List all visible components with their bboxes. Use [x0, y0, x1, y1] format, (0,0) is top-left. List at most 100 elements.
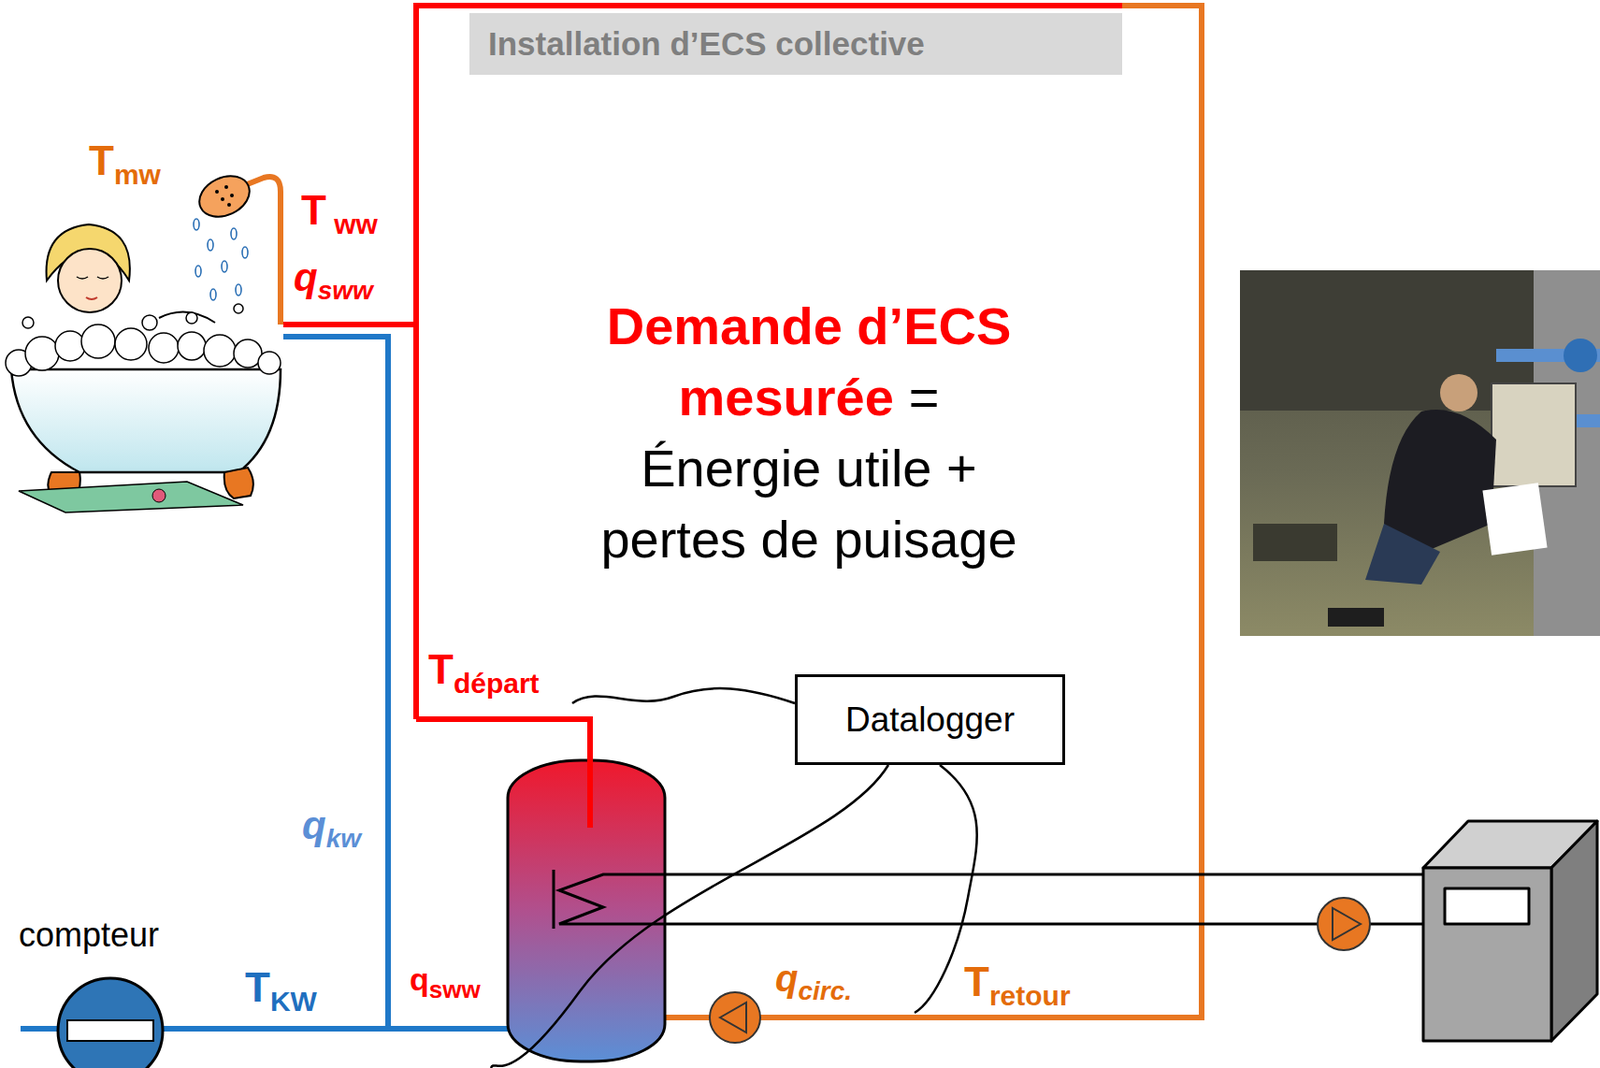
meter-symbol [18, 960, 206, 1068]
drawing-part: q [775, 957, 798, 999]
box-label: Datalogger [845, 700, 1015, 740]
symbol-label: qkw [302, 806, 361, 852]
heating-coil [553, 869, 1424, 929]
drawing-part [203, 334, 236, 367]
drawing-part [1551, 821, 1598, 1041]
central-statement: Demande d’ECS mesurée=Énergie utile + pe… [518, 290, 1099, 576]
headline-text: Demande d’ECS mesurée [606, 296, 1012, 427]
drawing-part [22, 317, 34, 329]
drawing-part: départ [453, 667, 540, 699]
drawing-part [233, 303, 244, 314]
drawing-part [227, 202, 231, 207]
symbol-label: Tmw [88, 140, 161, 189]
datalogger-box: Datalogger [794, 674, 1066, 765]
drawing-part [55, 331, 86, 361]
drawing-part: q [302, 803, 327, 848]
drawing-part [283, 321, 417, 328]
drawing-part [193, 218, 248, 301]
drawing-part [57, 248, 122, 313]
drawing-part [18, 481, 244, 513]
drawing-part: T [88, 137, 115, 184]
drawing-part [572, 688, 795, 704]
title-band: Installation d’ECS collective [469, 13, 1123, 75]
drawing-part [193, 218, 200, 231]
drawing-part [490, 764, 889, 1068]
drawing-part [224, 467, 254, 499]
drawing-part [230, 228, 237, 240]
drawing-part [215, 189, 219, 194]
drawing-part [1239, 270, 1600, 636]
drawing-part [215, 185, 234, 207]
drawing-part [25, 336, 59, 371]
meter-label: compteur [18, 918, 206, 952]
drawing-part [1563, 338, 1598, 373]
drawing-part [142, 315, 158, 331]
symbol-label: qcirc. [775, 959, 852, 1005]
drawing-part [1423, 867, 1552, 1041]
symbol-label: T ww [301, 189, 378, 239]
drawing-part: sww [317, 275, 374, 305]
meter-body [57, 978, 163, 1068]
drawing-part [148, 332, 179, 363]
drawing-part [1332, 908, 1361, 940]
drawing-part: circ. [797, 976, 852, 1006]
drawing-part [416, 5, 1123, 720]
drawing-part [224, 185, 229, 189]
boiler [1423, 821, 1598, 1041]
drawing-part [210, 288, 217, 301]
drawing-part [11, 369, 281, 473]
definition-text: Énergie utile + pertes de puisage [569, 432, 1049, 576]
storage-tank [507, 719, 665, 1062]
title-text: Installation d’ECS collective [488, 25, 925, 63]
drawing-part [152, 489, 166, 503]
drawing-part [1327, 607, 1384, 627]
drawing-part [1440, 374, 1478, 412]
equals-sign: = [908, 361, 940, 433]
drawing-part [5, 303, 281, 376]
drawing-part: T [964, 958, 990, 1005]
drawing-part [221, 260, 228, 273]
symbol-label: TKW [245, 966, 318, 1016]
symbol-label: qsww [293, 258, 374, 304]
drawing-part [230, 193, 234, 198]
drawing-part [81, 324, 116, 359]
drawing-part: KW [270, 985, 318, 1017]
drawing-part [76, 276, 109, 279]
drawing-part [1444, 888, 1529, 924]
drawing-part [177, 331, 206, 361]
drawing-part [709, 992, 761, 1043]
drawing-part [195, 265, 202, 277]
symbol-label: qsww [409, 963, 481, 1002]
drawing-part [283, 336, 389, 1029]
drawing-part: sww [429, 975, 481, 1004]
drawing-part: retour [989, 980, 1071, 1011]
drawing-part [258, 351, 281, 375]
drawing-part: T [301, 187, 327, 233]
hot-water-pipe [283, 5, 1123, 828]
drawing-part [245, 176, 281, 325]
drawing-part: q [409, 961, 430, 997]
drawing-part: kw [326, 823, 361, 853]
drawing-part: T [245, 964, 271, 1010]
circulation-pump [709, 992, 761, 1043]
drawing-part: mw [114, 158, 161, 190]
drawing-part [1317, 897, 1370, 951]
bath-illustration [5, 168, 281, 513]
drawing-part [552, 869, 556, 929]
symbol-label: Tdépart [428, 648, 540, 698]
drawing-part [1365, 523, 1441, 585]
drawing-part [220, 197, 225, 202]
drawing-part [242, 246, 248, 259]
drawing-part [1253, 523, 1338, 562]
drawing-part [587, 719, 593, 828]
meter-display [67, 1020, 154, 1041]
drawing-part: q [293, 255, 318, 300]
drawing-part [192, 168, 257, 225]
drawing-part [115, 328, 147, 361]
drawing-part [86, 297, 98, 300]
technician-photo [1239, 270, 1600, 636]
drawing-part [207, 239, 214, 251]
drawing-part [235, 284, 242, 296]
symbol-label: Tretour [964, 961, 1071, 1010]
